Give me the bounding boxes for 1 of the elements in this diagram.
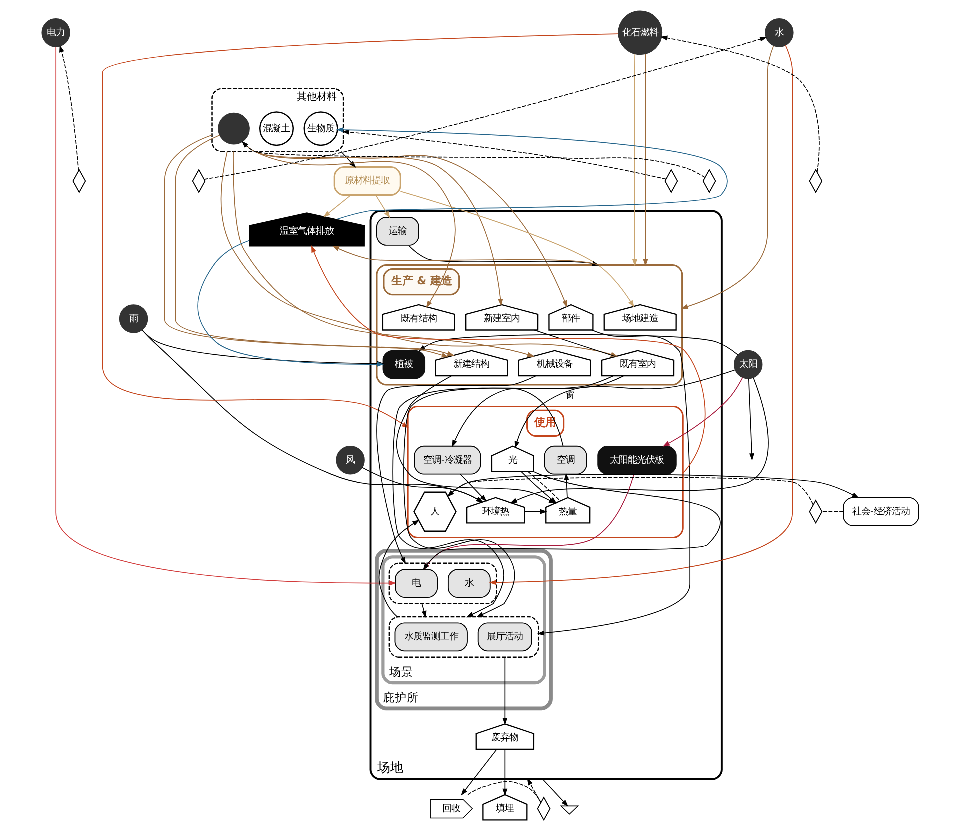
edge-label: 窗	[565, 391, 574, 402]
